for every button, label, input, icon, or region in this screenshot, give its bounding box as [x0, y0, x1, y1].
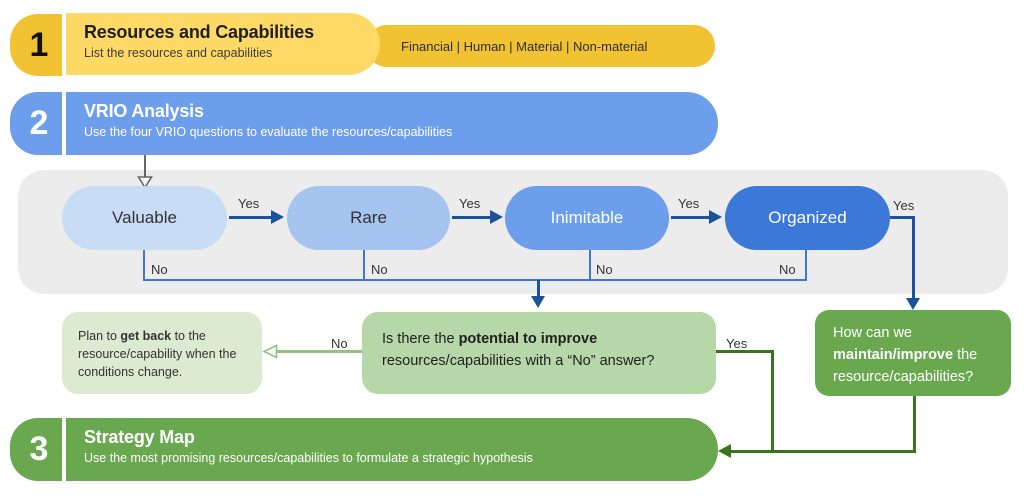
no-arrow-head-icon: [262, 344, 278, 359]
maintain-box: How can we maintain/improve the resource…: [815, 310, 1011, 396]
yes-label-2: Yes: [459, 196, 481, 211]
plan-back-box: Plan to get back to the resource/capabil…: [62, 312, 262, 394]
yes-arrow-3-head-icon: [709, 210, 722, 224]
yes-arrow-1-head-icon: [271, 210, 284, 224]
maintain-text-bold: maintain/improve: [833, 346, 954, 363]
step3-box: Strategy Map Use the most promising reso…: [66, 418, 718, 481]
entry-connector-line: [144, 155, 146, 177]
entry-arrowhead-icon: [137, 176, 153, 189]
step2-box: VRIO Analysis Use the four VRIO question…: [66, 92, 718, 155]
no-arrow-line: [276, 350, 362, 353]
step1-subtitle: List the resources and capabilities: [84, 46, 273, 60]
step3-number: 3: [29, 430, 49, 468]
yes-arrow-4-hline: [890, 216, 915, 219]
yes-label-question: Yes: [726, 336, 748, 351]
step1-category-label: Financial | Human | Material | Non-mater…: [401, 38, 648, 54]
flow-node-valuable: Valuable: [62, 186, 227, 250]
step1-box: Resources and Capabilities List the reso…: [66, 13, 380, 75]
no-label-2: No: [371, 262, 388, 277]
step2-title: VRIO Analysis: [84, 101, 204, 121]
question-text-line2: resources/capabilities with a “No” answe…: [382, 353, 655, 370]
question-arrow-line: [537, 280, 540, 298]
step1-number-badge: 1: [10, 14, 62, 76]
yes-branch-vline: [771, 350, 774, 451]
node-valuable-label: Valuable: [112, 208, 177, 227]
no-label-3: No: [596, 262, 613, 277]
step1-category-pill: Financial | Human | Material | Non-mater…: [366, 25, 715, 67]
strategy-arrow-head-icon: [718, 444, 731, 458]
no-collector-line: [143, 279, 807, 281]
node-inimitable-label: Inimitable: [550, 208, 624, 227]
question-arrow-head-icon: [531, 296, 545, 308]
maintain-drop-line: [913, 396, 916, 452]
step3-number-badge: 3: [10, 418, 62, 481]
yes-arrow-2-line: [452, 216, 490, 219]
question-text-bold: potential to improve: [458, 331, 598, 347]
no-drop-organized: [805, 250, 807, 281]
question-text-pre: Is there the: [382, 331, 459, 347]
yes-arrow-3-line: [671, 216, 709, 219]
strategy-collector-line: [730, 450, 916, 453]
node-rare-label: Rare: [350, 208, 387, 227]
no-label-1: No: [151, 262, 168, 277]
flow-node-inimitable: Inimitable: [505, 186, 669, 250]
yes-arrow-2-head-icon: [490, 210, 503, 224]
no-drop-valuable: [143, 250, 145, 281]
question-box: Is there the potential to improve resour…: [362, 312, 716, 394]
yes-arrow-1-line: [229, 216, 271, 219]
yes-arrow-4-vline: [912, 216, 915, 300]
step2-subtitle: Use the four VRIO questions to evaluate …: [84, 125, 453, 139]
yes-branch-hline: [716, 350, 774, 353]
step1-number: 1: [29, 25, 49, 64]
plan-back-text-bold: get back: [120, 329, 172, 343]
step2-number: 2: [29, 104, 49, 142]
no-drop-inimitable: [589, 250, 591, 281]
yes-arrow-4-head-icon: [906, 298, 920, 310]
plan-back-text-post: to the resource/capability when the cond…: [78, 329, 237, 380]
node-organized-label: Organized: [768, 208, 847, 227]
yes-label-1: Yes: [238, 196, 260, 211]
no-label-4: No: [779, 262, 796, 277]
flow-node-organized: Organized: [725, 186, 890, 250]
yes-label-3: Yes: [678, 196, 700, 211]
maintain-text-pre: How can we: [833, 325, 912, 341]
yes-label-4: Yes: [893, 198, 915, 213]
plan-back-text-pre: Plan to: [78, 329, 121, 343]
maintain-text-post: the resource/capabilities?: [833, 346, 978, 385]
step2-number-badge: 2: [10, 92, 62, 155]
no-label-question: No: [331, 336, 348, 351]
step3-title: Strategy Map: [84, 427, 195, 447]
step3-subtitle: Use the most promising resources/capabil…: [84, 451, 533, 465]
no-drop-rare: [363, 250, 365, 281]
flow-node-rare: Rare: [287, 186, 450, 250]
step1-title: Resources and Capabilities: [84, 22, 314, 42]
